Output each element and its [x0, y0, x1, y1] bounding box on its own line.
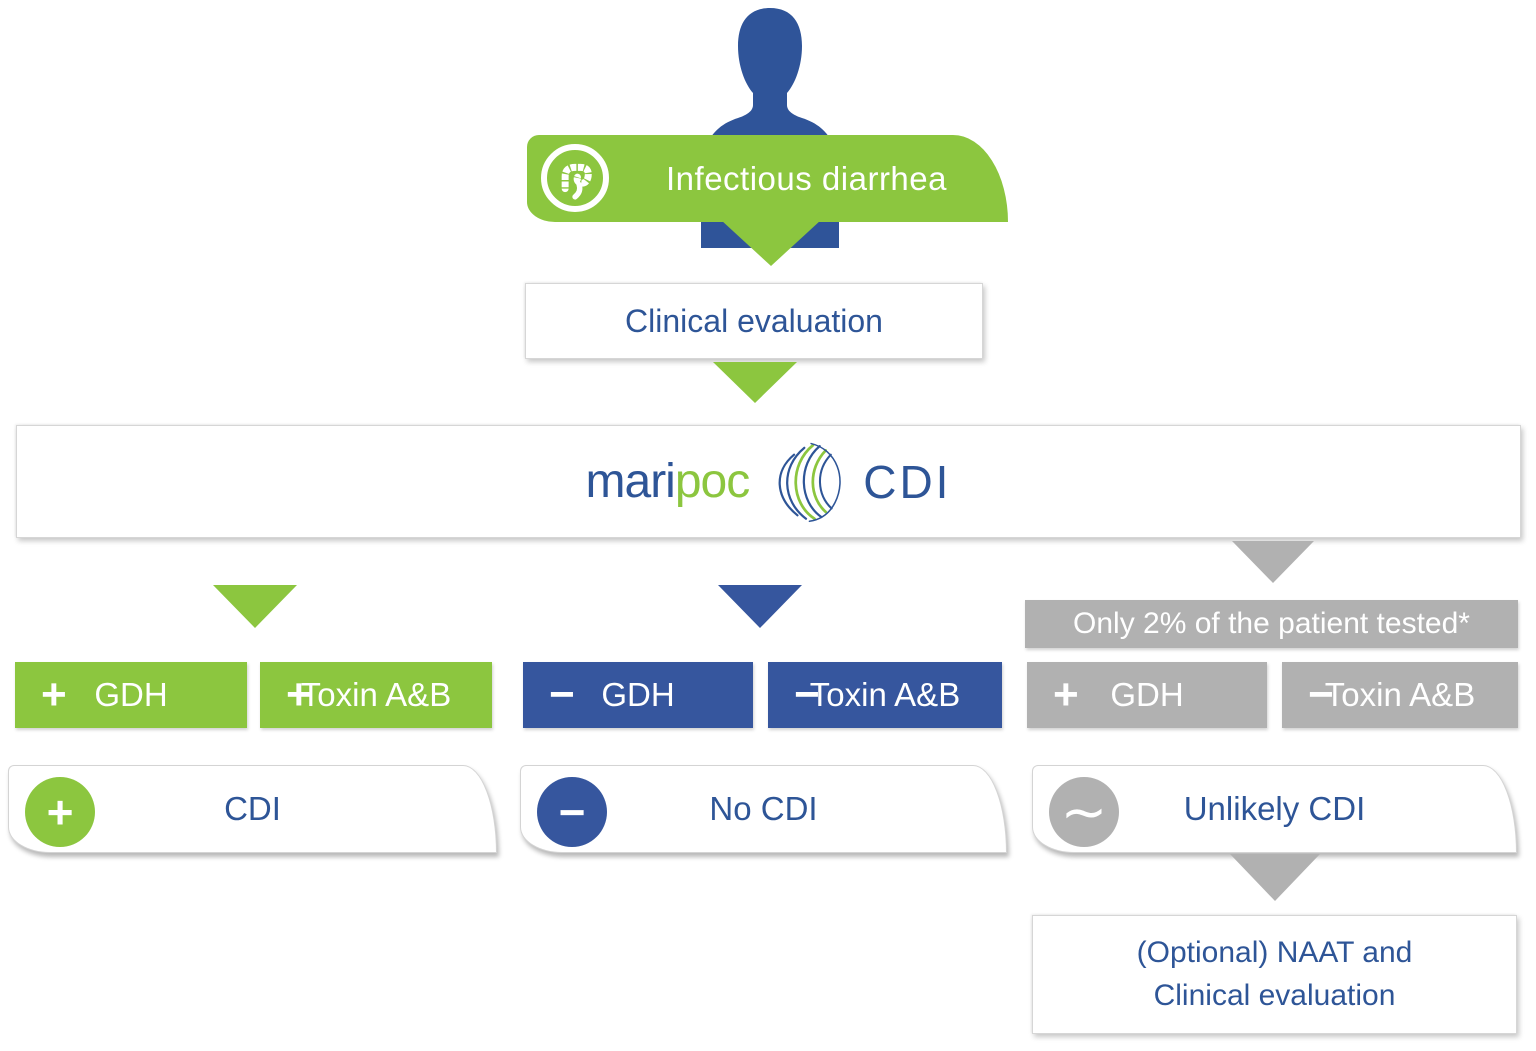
plus-sign: +: [1053, 670, 1079, 719]
test-label: Toxin A&B: [300, 676, 452, 713]
test-box-gdh-positive: + GDH: [15, 662, 247, 728]
followup-line1: (Optional) NAAT and: [1136, 935, 1413, 969]
maripoc-cdi-box: maripoc CDI: [16, 425, 1521, 538]
result-ribbon-no-cdi: − No CDI: [520, 765, 1007, 853]
note-banner: Only 2% of the patient tested*: [1025, 600, 1518, 648]
clinical-evaluation-label: Clinical evaluation: [625, 302, 883, 339]
result-label: CDI: [224, 790, 281, 827]
arrow-down-to-test: [713, 362, 797, 403]
followup-box: (Optional) NAAT and Clinical evaluation: [1032, 915, 1517, 1034]
arrow-down-discordant-branch: [1232, 541, 1314, 583]
note-label: Only 2% of the patient tested*: [1073, 607, 1470, 640]
brand-mari: mari: [585, 455, 676, 508]
intestine-icon: [541, 144, 609, 212]
maripoc-brand: maripoc: [585, 454, 751, 509]
plus-sign: +: [286, 670, 312, 719]
test-box-toxin-positive: + Toxin A&B: [260, 662, 492, 728]
brand-poc: poc: [674, 455, 750, 508]
clinical-evaluation-box: Clinical evaluation: [525, 283, 983, 359]
minus-circle-icon: −: [537, 777, 607, 847]
test-label: GDH: [601, 676, 675, 713]
test-box-toxin-negative: − Toxin A&B: [768, 662, 1002, 728]
tilde-sign: ∼: [1060, 780, 1108, 843]
minus-sign: −: [558, 786, 586, 838]
result-ribbon-cdi: + CDI: [8, 765, 497, 853]
intestine-glyph: [561, 163, 593, 200]
test-label: Toxin A&B: [809, 676, 961, 713]
minus-sign: −: [794, 670, 820, 719]
arrow-down-banner: [721, 220, 821, 266]
result-label: No CDI: [709, 790, 818, 827]
arrow-down-positive-branch: [213, 585, 297, 628]
minus-sign: −: [1308, 670, 1334, 719]
test-box-gdh-discordant: + GDH: [1027, 662, 1267, 728]
maripoc-swirl-logo-icon: [778, 442, 841, 522]
test-box-toxin-discordant: − Toxin A&B: [1282, 662, 1518, 728]
plus-sign: +: [46, 786, 74, 838]
test-label: Toxin A&B: [1324, 676, 1476, 713]
test-label: GDH: [94, 676, 168, 713]
tilde-circle-icon: ∼: [1049, 777, 1119, 847]
arrow-down-followup: [1230, 854, 1320, 901]
arrow-down-negative-branch: [718, 585, 802, 628]
infectious-diarrhea-banner: Infectious diarrhea: [527, 135, 1008, 222]
plus-circle-icon: +: [25, 777, 95, 847]
followup-line2: Clinical evaluation: [1153, 978, 1396, 1012]
result-label: Unlikely CDI: [1183, 790, 1366, 827]
test-label: GDH: [1110, 676, 1184, 713]
banner-label: Infectious diarrhea: [666, 159, 947, 197]
plus-sign: +: [41, 670, 67, 719]
product-name: CDI: [863, 455, 952, 508]
minus-sign: −: [549, 670, 575, 719]
result-ribbon-unlikely-cdi: ∼ Unlikely CDI: [1032, 765, 1517, 853]
test-box-gdh-negative: − GDH: [523, 662, 753, 728]
